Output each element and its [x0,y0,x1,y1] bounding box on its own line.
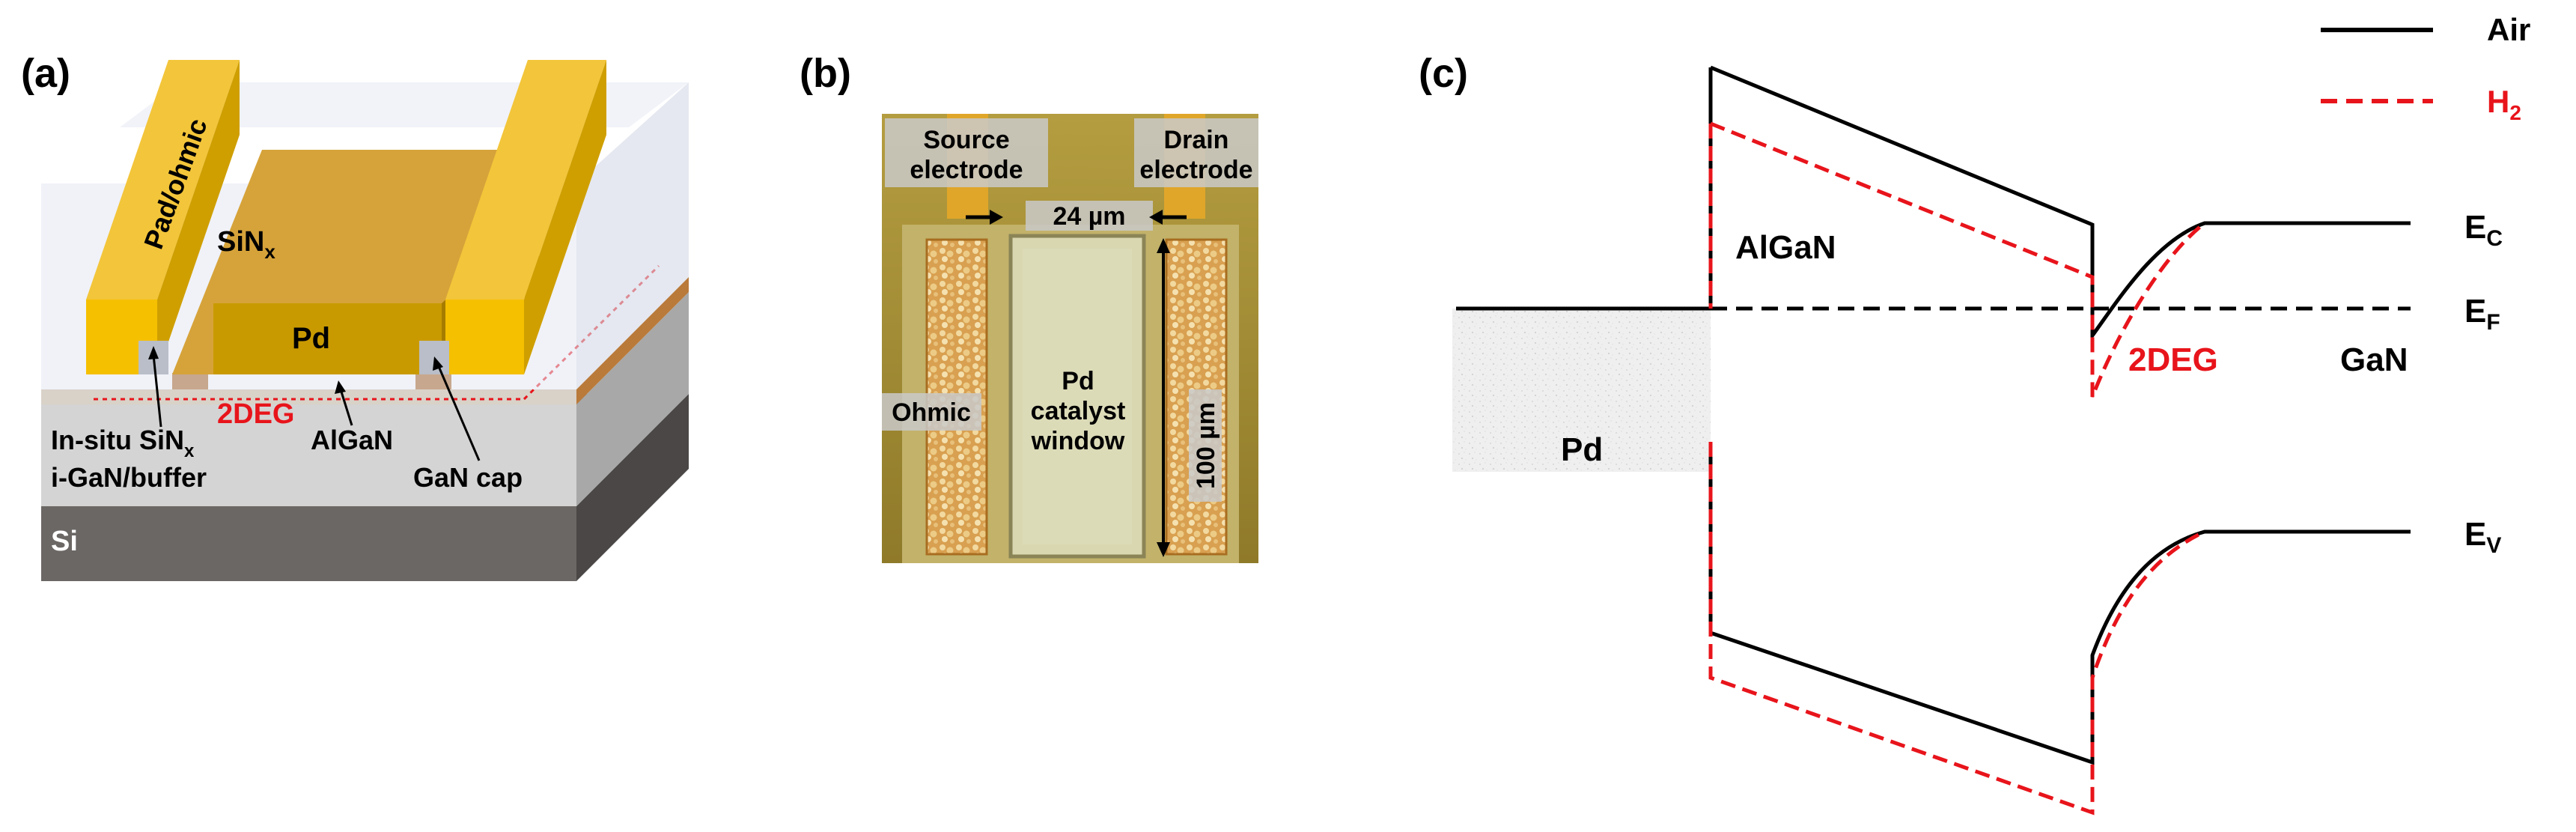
algan-layer-right [576,277,689,404]
twodeg-band-label: 2DEG [2128,341,2218,378]
insitu-arrowhead [148,346,159,359]
right-pad-side [524,60,606,374]
igan-label: i-GaN/buffer [51,462,207,493]
drain-label-line1: Drain [1164,126,1229,154]
gan-cap-label: GaN cap [413,462,523,493]
drain-label-box [1134,118,1258,187]
gap-arrowhead-left [990,210,1003,225]
insitu-arrow [152,354,162,428]
panel-b: (b) Source electrode Drain electrode 24 … [800,51,1258,563]
pd-pad-front [213,303,442,374]
panel-c-label: (c) [1419,51,1468,96]
panel-a-label: (a) [21,51,70,96]
algan-arrowhead [335,380,346,394]
air-valence-band [1708,442,2411,765]
gap-arrowhead-right [1149,210,1163,225]
sinx-block-side [576,82,689,389]
pd-window-label-line2: catalyst [1031,397,1126,425]
si-substrate-front [41,506,576,581]
length-label: 100 µm [1192,402,1220,489]
si-label: Si [51,526,78,557]
sinx-label: SiNx [217,226,275,263]
drain-label-line2: electrode [1139,156,1252,184]
pd-window-label-line1: Pd [1062,367,1094,395]
source-label-line2: electrode [910,156,1023,184]
algan-band-label: AlGaN [1735,229,1836,266]
ev-label: EV [2464,516,2501,558]
gap-label: 24 µm [1053,202,1125,231]
gan-cap-arrow [436,364,481,461]
si-substrate-right [576,394,689,581]
insitu-sinx-label: In-situ SiNx [51,425,195,461]
gan-cap-arrowhead [433,356,443,371]
h2-valence-band [1708,442,2206,816]
twodeg-label: 2DEG [217,398,294,430]
gap-label-box [1026,201,1153,231]
length-arrowhead-top [1157,238,1170,253]
pd-window-label-line3: window [1031,427,1125,455]
source-label-box [885,118,1048,187]
panel-c: (c) Pd AlGaN 2DEG GaN EC EF EV Air H2 [1419,12,2530,816]
gan-buffer-right [576,292,689,506]
right-pad-front [445,300,524,374]
pd-label: Pd [292,322,330,355]
legend-h2-label: H2 [2487,84,2521,124]
gan-buffer-front [41,404,576,506]
length-label-box [1189,389,1222,502]
pd-metal-label: Pd [1561,431,1603,468]
left-pad-side [157,60,240,374]
gan-band-label: GaN [2340,341,2408,378]
panel-b-label: (b) [800,51,851,96]
right-pad-top [445,60,606,300]
pd-window-inner [1023,249,1132,544]
h2-conduction-band [1708,121,2206,398]
left-pad-top [86,60,240,300]
legend: Air H2 [2321,12,2530,124]
ef-label: EF [2464,293,2500,335]
algan-arrow [339,389,353,426]
ohmic-label-box [882,393,981,431]
ohmic-label: Ohmic [892,398,971,427]
ec-label: EC [2464,209,2503,251]
legend-air-label: Air [2487,12,2530,47]
air-conduction-band [1708,65,2411,341]
pd-metal-block [1452,309,1711,472]
panel-a: (a) Pad/ohmic SiNx [21,51,689,581]
length-arrowhead-bottom [1157,542,1170,557]
algan-layer-front [41,389,576,404]
source-label-line1: Source [923,126,1009,154]
algan-label: AlGaN [311,425,393,455]
